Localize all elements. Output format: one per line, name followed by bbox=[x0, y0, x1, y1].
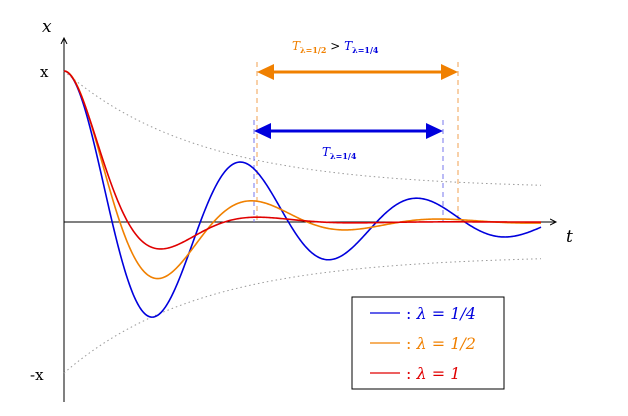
curve-lambda-quarter bbox=[63, 70, 542, 318]
y-tick-bottom-label: -x bbox=[30, 366, 44, 384]
curve-lambda-half bbox=[63, 70, 542, 280]
curve-lambda-one bbox=[63, 70, 541, 250]
period-compare-label: Tλ=1/2 > Tλ=1/4 bbox=[292, 39, 379, 55]
legend-entry-lambda-quarter: : λ = 1/4 bbox=[370, 304, 476, 323]
period-arrow-orange bbox=[257, 64, 458, 80]
svg-text:: λ = 1: : λ = 1 bbox=[406, 364, 460, 383]
envelope-upper bbox=[63, 70, 542, 186]
period-single-label: Tλ=1/4 bbox=[322, 145, 357, 161]
period-arrow-blue bbox=[254, 123, 443, 139]
envelope-lower bbox=[63, 258, 542, 374]
x-axis-label: t bbox=[566, 227, 573, 247]
y-tick-top-label: x bbox=[40, 63, 49, 81]
svg-text:: λ = 1/4: : λ = 1/4 bbox=[406, 304, 476, 323]
y-axis-label: x bbox=[42, 17, 52, 37]
legend: : λ = 1/4 : λ = 1/2 : λ = 1 bbox=[351, 296, 505, 390]
svg-text:: λ = 1/2: : λ = 1/2 bbox=[406, 334, 476, 353]
legend-entry-lambda-half: : λ = 1/2 bbox=[370, 334, 476, 353]
legend-entry-lambda-one: : λ = 1 bbox=[370, 364, 460, 383]
